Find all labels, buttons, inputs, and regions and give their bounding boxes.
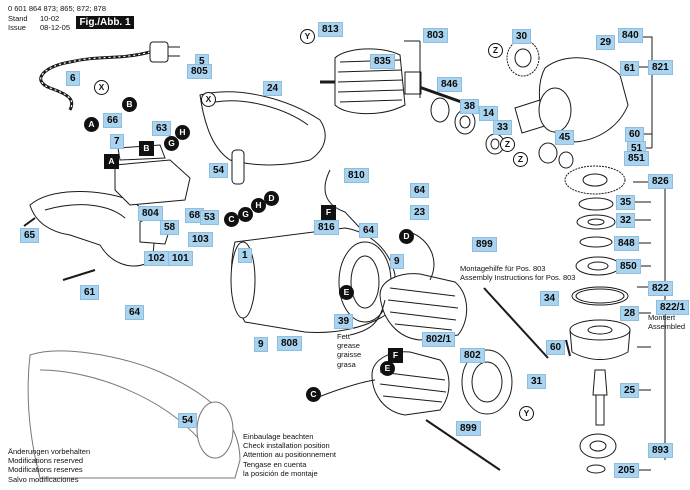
marker-z-2: Z [500, 137, 515, 152]
part-tag-24: 24 [263, 81, 283, 96]
part-tag-822: 822 [648, 281, 673, 296]
part-tag-846: 846 [437, 77, 462, 92]
part-tag-58: 58 [160, 220, 180, 235]
part-tag-810: 810 [344, 168, 369, 183]
part-tag-54-2: 54 [178, 413, 198, 428]
part-tag-64-2: 64 [359, 223, 379, 238]
part-tag-14: 14 [479, 106, 499, 121]
part-tag-103: 103 [188, 232, 213, 247]
part-tag-61: 61 [80, 285, 100, 300]
part-numbers-text: 0 601 864 873; 865; 872; 878 [8, 4, 107, 13]
marker-a: A [84, 117, 99, 132]
part-tag-60-2: 60 [546, 340, 566, 355]
part-tag-32: 32 [616, 213, 636, 228]
part-tag-850: 850 [616, 259, 641, 274]
marker-b: B [122, 97, 137, 112]
part-tag-64: 64 [410, 183, 430, 198]
part-tag-31: 31 [527, 374, 547, 389]
marker-c: C [224, 212, 239, 227]
part-tag-9-2: 9 [254, 337, 268, 352]
part-tag-53: 53 [200, 210, 220, 225]
part-tag-101: 101 [168, 251, 193, 266]
part-tag-39: 39 [334, 314, 354, 329]
part-tag-851: 851 [624, 151, 649, 166]
part-tag-822-1: 822/1 [656, 300, 690, 315]
part-tag-63: 63 [152, 121, 172, 136]
part-tag-1: 1 [238, 248, 252, 263]
part-tag-60: 60 [625, 127, 645, 142]
part-tag-816: 816 [314, 220, 339, 235]
part-tag-899: 899 [472, 237, 497, 252]
part-tag-808: 808 [277, 336, 302, 351]
stand-value: 10-02 [40, 14, 60, 23]
marker-g-2: G [238, 207, 253, 222]
marker-a-square: A [104, 154, 119, 169]
part-tag-6: 6 [66, 71, 80, 86]
marker-x-2: X [201, 92, 216, 107]
part-tag-899-2: 899 [456, 421, 481, 436]
part-tag-803: 803 [423, 28, 448, 43]
part-tag-33: 33 [493, 120, 513, 135]
marker-d: D [264, 191, 279, 206]
part-tag-54: 54 [209, 163, 229, 178]
part-tag-840: 840 [618, 28, 643, 43]
part-tag-66: 66 [103, 113, 123, 128]
marker-z-3: Z [513, 152, 528, 167]
marker-y: Y [300, 29, 315, 44]
marker-f-square: F [321, 205, 336, 220]
marker-h-2: H [251, 198, 266, 213]
part-tag-34: 34 [540, 291, 560, 306]
marker-g: G [164, 136, 179, 151]
part-tag-9: 9 [390, 254, 404, 269]
marker-f-square-2: F [388, 348, 403, 363]
marker-z: Z [488, 43, 503, 58]
part-tag-102: 102 [144, 251, 169, 266]
part-tag-23: 23 [410, 205, 430, 220]
issue-value: 08-12-05 [40, 23, 71, 32]
part-tag-813: 813 [318, 22, 343, 37]
part-tag-826: 826 [648, 174, 673, 189]
part-tag-65: 65 [20, 228, 40, 243]
marker-c-2: C [306, 387, 321, 402]
marker-x: X [94, 80, 109, 95]
marker-d-2: D [399, 229, 414, 244]
part-tag-7: 7 [110, 134, 124, 149]
part-tag-205: 205 [614, 463, 639, 478]
part-tag-804: 804 [138, 206, 163, 221]
marker-e-2: E [380, 361, 395, 376]
part-tag-821: 821 [648, 60, 673, 75]
figure-label: Fig./Abb. 1 [76, 16, 134, 29]
part-tag-25: 25 [620, 383, 640, 398]
part-tag-893: 893 [648, 443, 673, 458]
marker-b-square: B [139, 141, 154, 156]
marker-e: E [339, 285, 354, 300]
part-tag-61-2: 61 [620, 61, 640, 76]
part-tag-28: 28 [620, 306, 640, 321]
part-tag-64-3: 64 [125, 305, 145, 320]
marker-h: H [175, 125, 190, 140]
part-tag-45: 45 [555, 130, 575, 145]
stand-label: Stand [8, 14, 28, 23]
part-tag-835: 835 [370, 54, 395, 69]
part-tag-848: 848 [614, 236, 639, 251]
marker-y-2: Y [519, 406, 534, 421]
part-tag-29: 29 [596, 35, 616, 50]
part-tag-802-1: 802/1 [422, 332, 456, 347]
part-tag-802: 802 [460, 348, 485, 363]
part-tag-805: 805 [187, 64, 212, 79]
part-tag-38: 38 [460, 99, 480, 114]
part-tag-35: 35 [616, 195, 636, 210]
part-tag-30: 30 [512, 29, 532, 44]
issue-label: Issue [8, 23, 26, 32]
